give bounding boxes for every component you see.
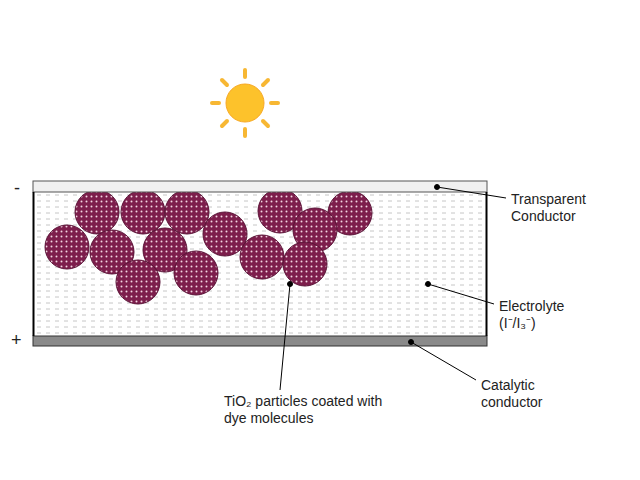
catalytic-conductor [33,336,487,346]
part-label: Electrolyte (I⁻/I₃⁻) [499,298,599,332]
polarity-sign: + [11,330,22,350]
transparent-conductor [33,181,487,192]
part-label: TiO₂ particles coated with dye molecules [224,393,389,427]
cell-wall [33,192,35,336]
part-label: Catalytic conductor [481,377,566,411]
tio2-particles [45,189,372,304]
polarity-sign: - [14,178,20,198]
leader-lines [280,185,506,391]
cell-wall [486,192,488,336]
part-label: Transparent Conductor [511,191,611,225]
sun-icon [212,70,278,136]
